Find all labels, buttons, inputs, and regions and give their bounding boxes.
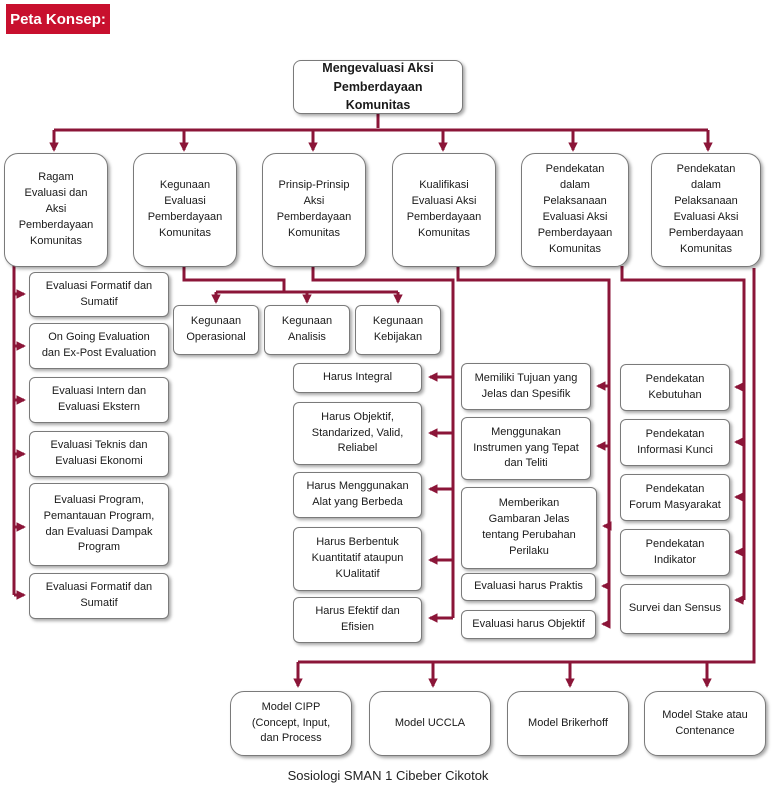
wire-pendekatan-spine [620, 266, 746, 600]
footer-caption: Sosiologi SMAN 1 Cibeber Cikotok [287, 768, 489, 783]
header-badge: Peta Konsep: [6, 4, 110, 34]
prinsip-item: Harus Objektif, Standarized, Valid, Reli… [293, 402, 422, 465]
ragam-item: Evaluasi Teknis dan Evaluasi Ekonomi [29, 431, 169, 477]
kualifikasi-item: Menggunakan Instrumen yang Tepat dan Tel… [461, 417, 591, 480]
wire-root-bus [54, 114, 708, 132]
pendekatan-item: Pendekatan Informasi Kunci [620, 419, 730, 466]
kegunaan-item: Kegunaan Kebijakan [355, 305, 441, 355]
pendekatan-item: Pendekatan Forum Masyarakat [620, 474, 730, 521]
root-node: Mengevaluasi Aksi Pemberdayaan Komunitas [293, 60, 463, 114]
model-item: Model Stake atau Contenance [644, 691, 766, 756]
pendekatan-item: Survei dan Sensus [620, 584, 730, 634]
prinsip-item: Harus Integral [293, 363, 422, 393]
ragam-item: Evaluasi Formatif dan Sumatif [29, 272, 169, 317]
prinsip-item: Harus Berbentuk Kuantitatif ataupun KUal… [293, 527, 422, 591]
node-kualifikasi: Kualifikasi Evaluasi Aksi Pemberdayaan K… [392, 153, 496, 267]
pendekatan-item: Pendekatan Kebutuhan [620, 364, 730, 411]
ragam-item: Evaluasi Formatif dan Sumatif [29, 573, 169, 619]
kualifikasi-item: Evaluasi harus Objektif [461, 610, 596, 639]
kegunaan-item: Kegunaan Analisis [264, 305, 350, 355]
model-item: Model UCCLA [369, 691, 491, 756]
node-pendekatan-b: Pendekatan dalam Pelaksanaan Evaluasi Ak… [651, 153, 761, 267]
prinsip-item: Harus Menggunakan Alat yang Berbeda [293, 472, 422, 518]
kualifikasi-item: Evaluasi harus Praktis [461, 573, 596, 601]
wire-kualifikasi-spine [456, 266, 611, 624]
kegunaan-item: Kegunaan Operasional [173, 305, 259, 355]
ragam-item: Evaluasi Program, Pemantauan Program, da… [29, 483, 169, 566]
node-pendekatan-a: Pendekatan dalam Pelaksanaan Evaluasi Ak… [521, 153, 629, 267]
kualifikasi-item: Memiliki Tujuan yang Jelas dan Spesifik [461, 363, 591, 410]
node-kegunaan: Kegunaan Evaluasi Pemberdayaan Komunitas [133, 153, 237, 267]
model-item: Model CIPP (Concept, Input, dan Process [230, 691, 352, 756]
node-ragam: Ragam Evaluasi dan Aksi Pemberdayaan Kom… [4, 153, 108, 267]
wire-prinsip-spine [311, 266, 455, 618]
ragam-item: On Going Evaluation dan Ex-Post Evaluati… [29, 323, 169, 369]
wire-model-bus [298, 268, 756, 664]
pendekatan-item: Pendekatan Indikator [620, 529, 730, 576]
kualifikasi-item: Memberikan Gambaran Jelas tentang Peruba… [461, 487, 597, 569]
node-prinsip: Prinsip-Prinsip Aksi Pemberdayaan Komuni… [262, 153, 366, 267]
prinsip-item: Harus Efektif dan Efisien [293, 597, 422, 643]
model-item: Model Brikerhoff [507, 691, 629, 756]
ragam-item: Evaluasi Intern dan Evaluasi Ekstern [29, 377, 169, 423]
